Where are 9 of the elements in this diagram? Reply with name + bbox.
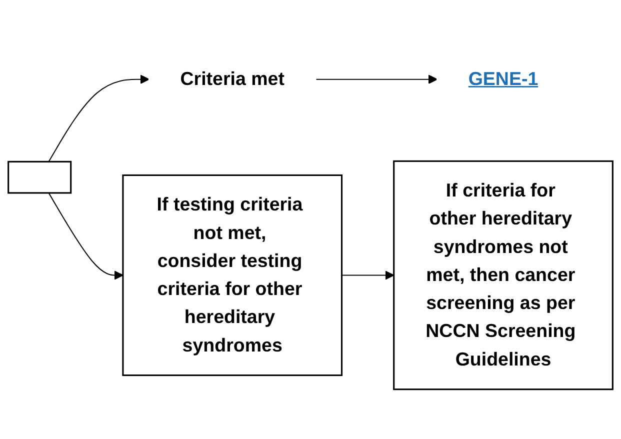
node-box: [8, 160, 72, 194]
node-box: If criteria for other hereditary syndromes not met, then cancer screening as per NCCN Screening Guidelines: [393, 160, 614, 390]
node-text: Criteria met: [180, 68, 284, 90]
arrow: [48, 192, 124, 280]
arrow: [48, 74, 150, 162]
node-box: If testing criteria not met, consider testing criteria for other hereditary syndromes: [122, 174, 343, 376]
arrow: [342, 270, 394, 280]
arrow: [316, 74, 438, 84]
node-text: GENE-1: [468, 68, 538, 90]
